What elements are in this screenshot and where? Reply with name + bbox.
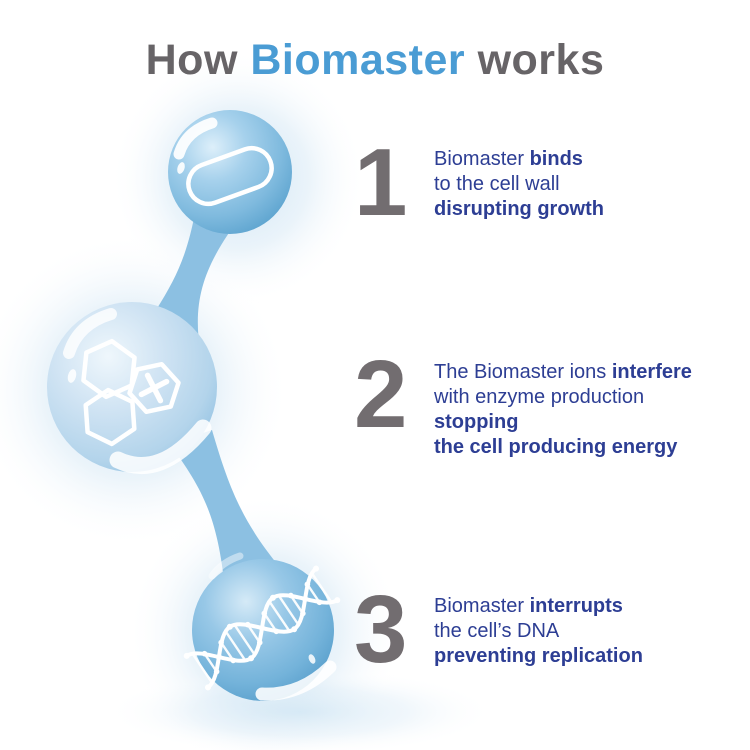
bubble-2-gloss (63, 308, 117, 359)
bubble-2-gloss-dot (67, 369, 77, 383)
step-3-number: 3 (354, 576, 408, 683)
line-regular: Biomaster (434, 148, 530, 170)
bubble-1-gloss (173, 117, 218, 160)
connector-2-3 (170, 430, 282, 580)
line-regular: to the cell wall (434, 173, 560, 195)
bubble-2 (47, 302, 217, 475)
line-regular: the cell’s DNA (434, 620, 560, 642)
step-1-number: 1 (354, 129, 408, 236)
title-prefix: How (145, 36, 251, 84)
hexagon-molecules-icon (81, 338, 181, 447)
dna-helix-icon (183, 565, 341, 691)
line-bold: the cell producing energy (434, 436, 678, 458)
capsule-bacterium-icon (186, 145, 274, 207)
step-text-line: with enzyme production stopping (434, 385, 724, 435)
line-regular: The Biomaster ions (434, 361, 612, 383)
step-1-text: Biomaster binds to the cell wall disrupt… (434, 147, 724, 222)
title-suffix: works (465, 36, 605, 84)
step-2-text: The Biomaster ions interfere with enzyme… (434, 360, 724, 460)
step-text-line: the cell producing energy (434, 435, 724, 460)
step-text-line: Biomaster binds (434, 147, 724, 172)
line-bold: interfere (611, 361, 692, 383)
bubble-2-gloss-crescent (109, 419, 212, 475)
title-brand: Biomaster (250, 36, 466, 84)
line-regular: Biomaster (434, 595, 530, 617)
bubble-3-gloss-dot (308, 654, 316, 664)
line-bold: interrupts (529, 595, 623, 617)
step-text-line: the cell’s DNA (434, 619, 724, 644)
line-bold: binds (529, 148, 583, 170)
bubble-1-gloss-dot (177, 162, 185, 174)
step-3-text: Biomaster interrupts the cell’s DNA prev… (434, 594, 724, 669)
bubble-3 (183, 552, 341, 701)
step-text-line: disrupting growth (434, 197, 724, 222)
step-text-line: to the cell wall (434, 172, 724, 197)
line-bold: preventing replication (434, 645, 643, 667)
page-title: How Biomaster works (0, 36, 750, 84)
bubble-3-gloss (208, 552, 244, 580)
step-text-line: The Biomaster ions interfere (434, 360, 724, 385)
bubble-3-gloss-crescent (255, 660, 337, 701)
line-bold: disrupting growth (434, 198, 604, 220)
line-bold: stopping (434, 411, 519, 433)
line-regular: with enzyme production (434, 386, 645, 408)
bubble-1 (168, 110, 292, 234)
step-text-line: Biomaster interrupts (434, 594, 724, 619)
step-2-number: 2 (354, 341, 408, 448)
step-text-line: preventing replication (434, 644, 724, 669)
